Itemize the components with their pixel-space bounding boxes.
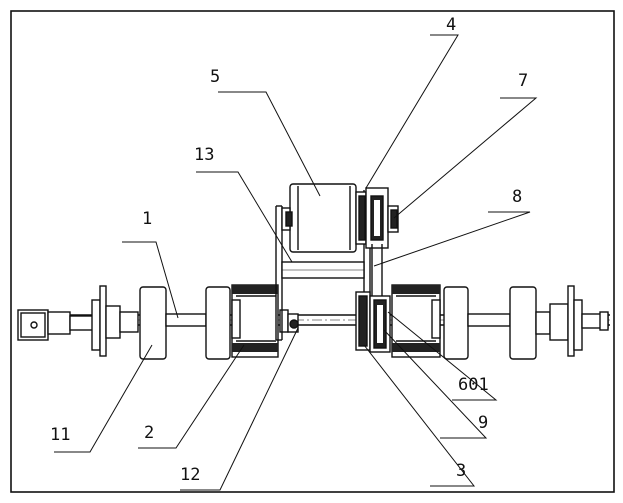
part-13-crossbar [281,261,365,279]
right-outer-disk [509,286,537,360]
part-5-motor [281,183,357,253]
leader-lines [54,34,538,491]
drawing-border [10,10,615,493]
right-shaft-segment [467,313,511,327]
label-8: 8 [512,187,522,207]
label-9: 9 [478,413,488,433]
part-8-belt [371,244,383,296]
part-4-top-pulley [355,187,389,249]
label-5: 5 [210,67,220,87]
part-601-winding-block [391,284,441,358]
label-7: 7 [518,71,528,91]
part-12-coupling [279,309,299,333]
left-inner-disk [205,286,231,360]
right-end-fitting [535,285,609,357]
part-11-disk [139,286,167,360]
label-13: 13 [194,145,214,165]
right-inner-disk [443,286,469,360]
label-12: 12 [180,465,200,485]
label-11: 11 [50,425,70,445]
label-2: 2 [144,423,154,443]
part-1-shaft-segment [165,313,207,327]
label-1: 1 [142,209,152,229]
left-end-fitting [17,309,95,341]
label-601: 601 [458,375,489,395]
part-7-shaft-end [387,205,399,233]
part-2-winding-block [231,284,279,358]
left-bearing-support [91,285,139,357]
label-3: 3 [456,461,466,481]
label-4: 4 [446,15,456,35]
part-3-lower-pulley [355,291,391,353]
